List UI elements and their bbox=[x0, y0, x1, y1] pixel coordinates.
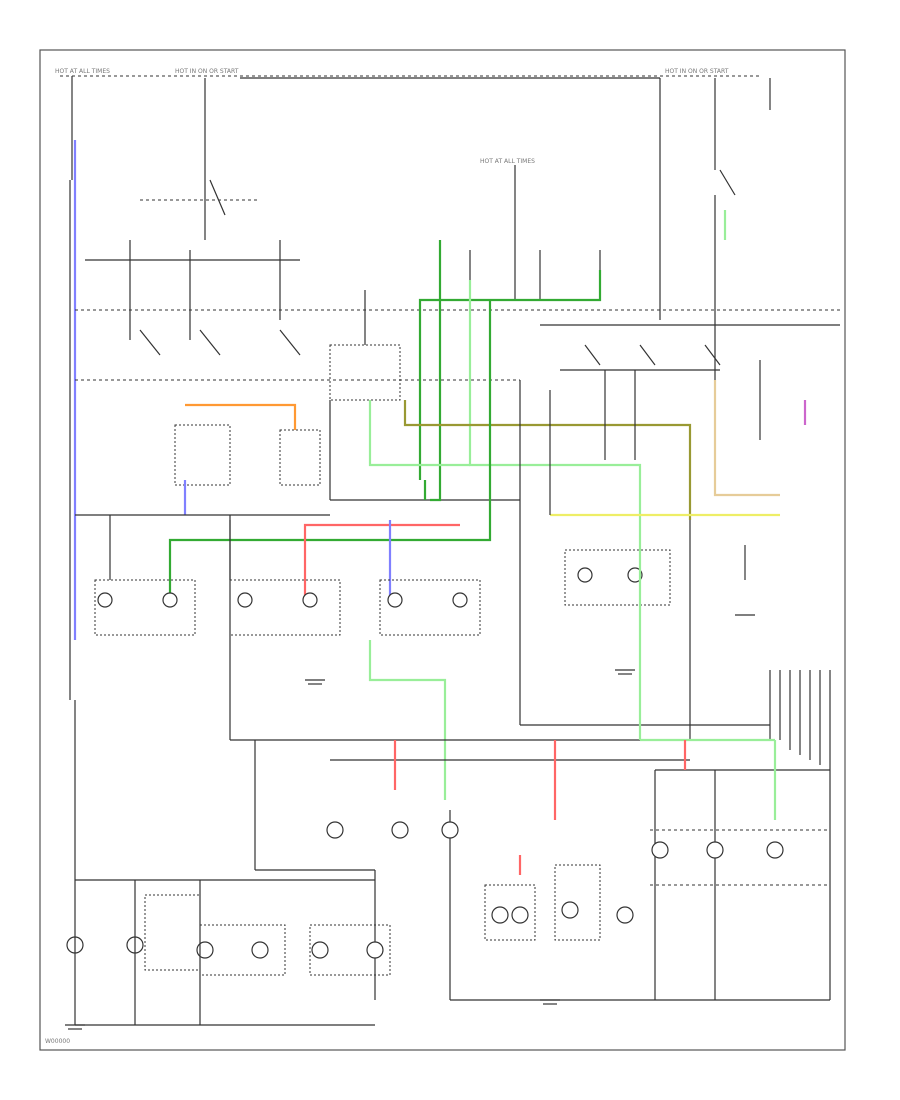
light-green-wire-3 bbox=[368, 640, 447, 800]
center-switch-box bbox=[329, 290, 520, 501]
lamp-box-1 bbox=[94, 579, 196, 636]
olive-wire bbox=[403, 400, 692, 520]
green-wire-2 bbox=[418, 270, 602, 480]
right-fuse-group bbox=[540, 78, 840, 380]
middle-bus bbox=[75, 380, 770, 761]
footer-code: W00000 bbox=[45, 1038, 70, 1045]
upper-lamps bbox=[97, 592, 468, 608]
lower-lamps bbox=[66, 901, 634, 959]
combination-switch-left bbox=[75, 78, 840, 381]
fuse-label-top-right: HOT IN ON OR START bbox=[665, 68, 729, 75]
lower-bus bbox=[75, 740, 831, 1026]
green-wire-1 bbox=[430, 240, 442, 502]
lower-lamp-box-2 bbox=[554, 864, 601, 941]
fuse-label-top-left: HOT AT ALL TIMES bbox=[55, 68, 110, 75]
lamp-box-2 bbox=[229, 579, 341, 636]
light-green-wire-1 bbox=[468, 280, 642, 520]
middle-lamps bbox=[326, 821, 784, 859]
fuse-label-mid: HOT AT ALL TIMES bbox=[480, 158, 535, 165]
ground-symbols bbox=[65, 614, 755, 1030]
relay-lamp-2 bbox=[627, 567, 643, 583]
top-busbar bbox=[60, 75, 760, 79]
left-relay-box bbox=[174, 424, 231, 486]
left-relay-box-2 bbox=[279, 429, 321, 486]
light-green-wire-2 bbox=[368, 400, 470, 467]
pink-wire-1 bbox=[303, 523, 460, 600]
center-fuse-group bbox=[439, 165, 601, 300]
orange-wire bbox=[185, 403, 297, 430]
lower-lamp-box-3 bbox=[144, 894, 201, 971]
lamp-box-3 bbox=[379, 579, 481, 636]
green-wire-3 bbox=[168, 300, 492, 600]
diagram-frame bbox=[39, 49, 846, 1051]
right-switch-row bbox=[549, 344, 807, 515]
fuse-label-top-mid: HOT IN ON OR START bbox=[175, 68, 239, 75]
lower-lamp-box-1 bbox=[484, 884, 536, 941]
relay-lamp-1 bbox=[577, 567, 593, 583]
left-main-feed bbox=[69, 76, 77, 700]
right-connector-bundle bbox=[638, 520, 831, 820]
lower-lamp-box-5 bbox=[309, 924, 391, 976]
tan-wire bbox=[713, 380, 780, 497]
right-relay-box bbox=[564, 549, 671, 606]
